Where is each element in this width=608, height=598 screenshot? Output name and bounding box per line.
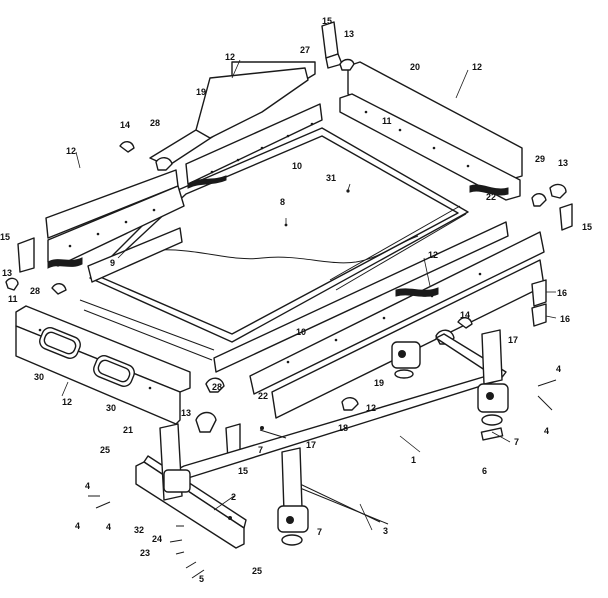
rail-front-left: [15, 299, 215, 425]
callout-label: 19: [196, 87, 206, 97]
rail-left-end: [45, 169, 185, 283]
callout-label: 27: [300, 45, 310, 55]
callout-label: 4: [106, 522, 111, 532]
callout-label: 11: [382, 116, 392, 126]
callout-label: 13: [558, 158, 568, 168]
callout-label: 22: [486, 192, 496, 202]
callout-label: 13: [181, 408, 191, 418]
callout-label: 6: [482, 466, 487, 476]
callout-label: 7: [258, 445, 263, 455]
callout-label: 17: [306, 440, 316, 450]
callout-label: 9: [110, 258, 115, 268]
callout-label: 1: [411, 455, 416, 465]
callout-label: 13: [2, 268, 12, 278]
callout-label: 15: [322, 16, 332, 26]
callout-label: 8: [280, 197, 285, 207]
leader-lines: [61, 59, 557, 531]
callout-label: 15: [238, 466, 248, 476]
callout-label: 24: [152, 534, 162, 544]
callout-label: 4: [85, 481, 90, 491]
callout-label: 10: [296, 327, 306, 337]
rail-back-left: [149, 61, 323, 189]
callout-label: 12: [225, 52, 235, 62]
callout-label: 30: [106, 403, 116, 413]
callout-label: 11: [8, 294, 18, 304]
callout-label: 14: [460, 310, 470, 320]
callout-label: 15: [582, 222, 592, 232]
callout-label: 14: [120, 120, 130, 130]
callout-label: 28: [30, 286, 40, 296]
callout-label: 25: [100, 445, 110, 455]
callout-label: 26: [0, 0, 10, 2]
callout-label: 17: [508, 335, 518, 345]
callout-label: 28: [212, 382, 222, 392]
callout-label: 4: [556, 364, 561, 374]
callout-label: 21: [123, 425, 133, 435]
callout-label: 18: [338, 423, 348, 433]
callout-label: 13: [344, 29, 354, 39]
callout-label: 19: [374, 378, 384, 388]
callout-label: 12: [66, 146, 76, 156]
callout-label: 31: [326, 173, 336, 183]
callout-label: 16: [557, 288, 567, 298]
pockets: [5, 21, 573, 461]
callout-label: 28: [150, 118, 160, 128]
frame: [135, 333, 507, 549]
callout-label: 23: [140, 548, 150, 558]
callout-label: 32: [134, 525, 144, 535]
callout-label: 12: [428, 250, 438, 260]
callout-label: 15: [0, 232, 10, 242]
callout-label: 12: [62, 397, 72, 407]
callout-label: 20: [410, 62, 420, 72]
callout-label: 7: [514, 437, 519, 447]
callout-label: 16: [560, 314, 570, 324]
callout-label: 3: [383, 526, 388, 536]
callout-label: 4: [75, 521, 80, 531]
callout-label: 22: [258, 391, 268, 401]
legs: [159, 329, 509, 546]
callout-label: 12: [366, 403, 376, 413]
callout-label: 29: [535, 154, 545, 164]
callout-label: 25: [252, 566, 262, 576]
callout-label: 7: [317, 527, 322, 537]
rail-back-right: [339, 61, 523, 201]
slate-assembly: [89, 127, 469, 343]
callout-label: 2: [231, 492, 236, 502]
callout-label: 5: [199, 574, 204, 584]
hardware: [88, 379, 557, 579]
callout-label: 12: [472, 62, 482, 72]
callout-label: 4: [544, 426, 549, 436]
callout-label: 30: [34, 372, 44, 382]
callout-label: 10: [292, 161, 302, 171]
callout-labels: 1 2 3 4 4 4 4 4 5 6 7 7 7 8 9 10 10 11 1…: [0, 0, 592, 584]
